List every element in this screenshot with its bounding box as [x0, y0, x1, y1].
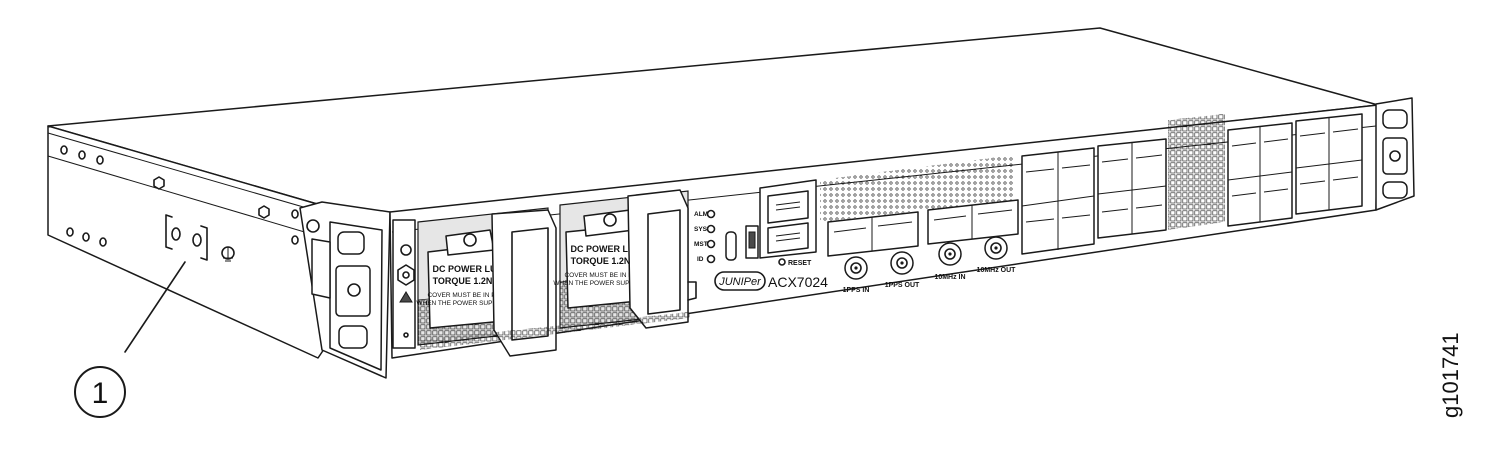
usb-ports[interactable] [725, 225, 759, 261]
led-mst [706, 239, 716, 249]
rj45-port-2[interactable] [767, 222, 809, 254]
rj45-port-1[interactable] [767, 190, 809, 224]
psu1-label-line1: DC POWER LUG [433, 264, 504, 274]
sfp-cage-right[interactable] [927, 199, 1019, 245]
led-label-sys: SYS [694, 226, 708, 233]
management-ports[interactable]: RESET [759, 179, 817, 267]
model-label: ACX7024 [768, 274, 828, 290]
figure-id: g101741 [1438, 332, 1463, 418]
sfp-block-1[interactable] [1021, 147, 1095, 255]
psu2-label-line1: DC POWER LUG [571, 244, 642, 254]
led-label-id: ID [697, 256, 704, 263]
brand-area: JUNIPer ACX7024 [714, 271, 828, 291]
callout-leader-line [124, 261, 186, 353]
sfp-block-4[interactable] [1295, 113, 1363, 215]
label-1pps-out: 1PPS OUT [885, 282, 920, 289]
juniper-logo: JUNIPer [718, 276, 762, 288]
reset-button[interactable] [778, 258, 786, 266]
callout-1: 1 [74, 261, 186, 418]
right-rack-ear [1375, 97, 1415, 211]
callout-number: 1 [92, 377, 109, 410]
psu2-label-line2: TORQUE 1.2N-m [571, 256, 642, 266]
psu1-label-line2: TORQUE 1.2N-m [433, 276, 504, 286]
psu1-note-line2: WHEN THE POWER SUPPLY IS ON [416, 300, 524, 307]
label-10mhz-in: 10MHz IN [934, 274, 965, 281]
sfp-block-3[interactable] [1227, 122, 1293, 227]
power-supply-2[interactable]: DC POWER LUG TORQUE 1.2N-m COVER MUST BE… [553, 189, 697, 329]
status-leds: ALM SYS MST ID [694, 209, 716, 264]
psu2-note-line2: WHEN THE POWER SUPPLY IS ON [553, 280, 661, 287]
led-alm [706, 209, 716, 219]
vent-lower [420, 312, 690, 350]
sfp-cage-left[interactable] [827, 211, 919, 257]
bnc-1pps-in[interactable] [844, 256, 868, 280]
label-10mhz-out: 10MHz OUT [977, 267, 1017, 274]
left-rack-ear [299, 201, 391, 379]
reset-label: RESET [788, 260, 812, 267]
usb-c-port[interactable] [725, 231, 737, 261]
psu1-note-line1: COVER MUST BE IN PLACE [427, 292, 513, 299]
esd-warning-icon [399, 291, 413, 303]
ground-lug-area [165, 214, 235, 262]
psu2-note-line1: COVER MUST BE IN PLACE [564, 272, 650, 279]
power-supply-1[interactable]: DC POWER LUG TORQUE 1.2N-m COVER MUST BE… [416, 207, 557, 357]
sfp-block-2[interactable] [1097, 138, 1167, 239]
bnc-1pps-out[interactable] [890, 251, 914, 275]
led-label-alm: ALM [694, 211, 708, 218]
bnc-10mhz-in[interactable] [938, 242, 962, 266]
vent-right [1168, 114, 1225, 230]
led-id [706, 254, 716, 264]
led-label-mst: MST [694, 241, 708, 248]
label-1pps-in: 1PPS IN [843, 287, 870, 294]
left-bezel [392, 219, 416, 349]
bnc-10mhz-out[interactable] [984, 236, 1008, 260]
led-sys [706, 224, 716, 234]
side-holes [60, 145, 299, 247]
